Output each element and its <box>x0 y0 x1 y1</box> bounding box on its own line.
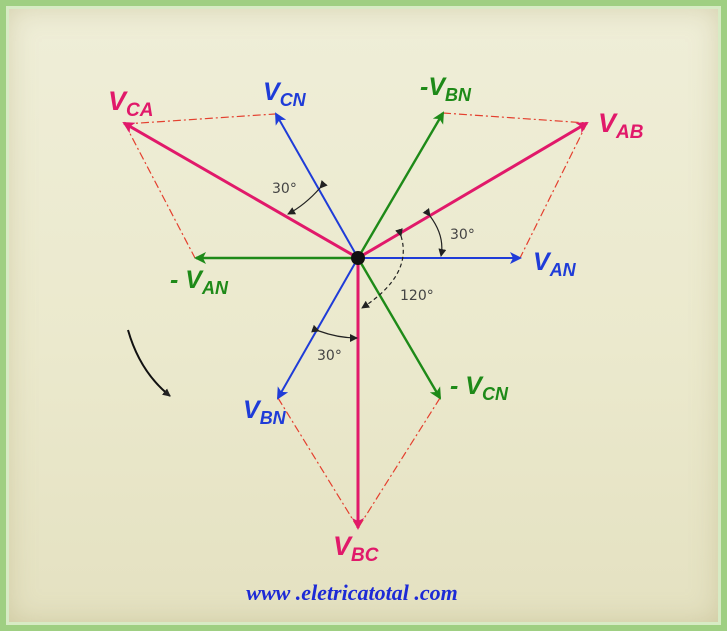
label-neg-vcn: - VCN <box>450 372 509 404</box>
label-neg-van: - VAN <box>170 266 229 298</box>
label-vbc-sub: BC <box>351 545 379 566</box>
angle-arc-120 <box>361 228 404 309</box>
construction-line <box>442 112 588 124</box>
label-vca: VCA <box>108 86 153 121</box>
angle-label-120: 120° <box>400 288 434 304</box>
label-neg-van-main: - V <box>170 266 204 294</box>
construction-line <box>357 397 441 529</box>
label-vbn: VBN <box>243 396 287 428</box>
angle-arcs <box>287 180 447 342</box>
label-vab-sub: AB <box>615 122 644 143</box>
label-vca-sub: CA <box>126 100 153 121</box>
label-vcn: VCN <box>263 78 307 110</box>
label-neg-van-sub: AN <box>201 278 229 298</box>
line-vectors <box>122 121 589 530</box>
origin-dot <box>351 251 365 265</box>
label-van-main: V <box>533 248 552 276</box>
angle-label-30-ca: 30° <box>272 181 297 197</box>
rotation-arrow-icon <box>127 329 171 397</box>
construction-lines <box>124 112 588 529</box>
label-vbn-main: V <box>243 396 262 424</box>
label-neg-vcn-main: - V <box>450 372 484 400</box>
label-vca-main: V <box>108 86 128 116</box>
construction-line <box>277 397 359 529</box>
label-vcn-main: V <box>263 78 282 106</box>
phase-vectors <box>275 112 522 400</box>
construction-line <box>124 113 276 125</box>
label-neg-vbn-sub: BN <box>445 85 472 105</box>
construction-line <box>124 123 196 259</box>
footer-url: www .eletricatotal .com <box>246 580 457 605</box>
angle-arc-30-bc <box>311 324 358 342</box>
label-vbn-sub: BN <box>260 408 287 428</box>
label-vbc-main: V <box>333 531 353 561</box>
label-vcn-sub: CN <box>280 90 307 110</box>
construction-line <box>519 122 588 259</box>
label-van: VAN <box>533 248 577 280</box>
label-vab: VAB <box>598 108 644 143</box>
angle-label-30-ab: 30° <box>450 227 475 243</box>
neg-vcn-vector <box>356 257 442 400</box>
label-vbc: VBC <box>333 531 379 566</box>
label-vab-main: V <box>598 108 618 138</box>
label-neg-vbn: -VBN <box>420 73 472 105</box>
label-neg-vbn-main: -V <box>420 73 447 101</box>
vca-vector <box>122 121 359 260</box>
angle-arc-30-ca <box>287 180 328 215</box>
label-neg-vcn-sub: CN <box>482 384 509 404</box>
vbn-vector <box>277 257 359 400</box>
angle-arc-30-ab <box>422 207 447 257</box>
label-van-sub: AN <box>549 260 577 280</box>
angle-label-30-bc: 30° <box>317 348 342 364</box>
